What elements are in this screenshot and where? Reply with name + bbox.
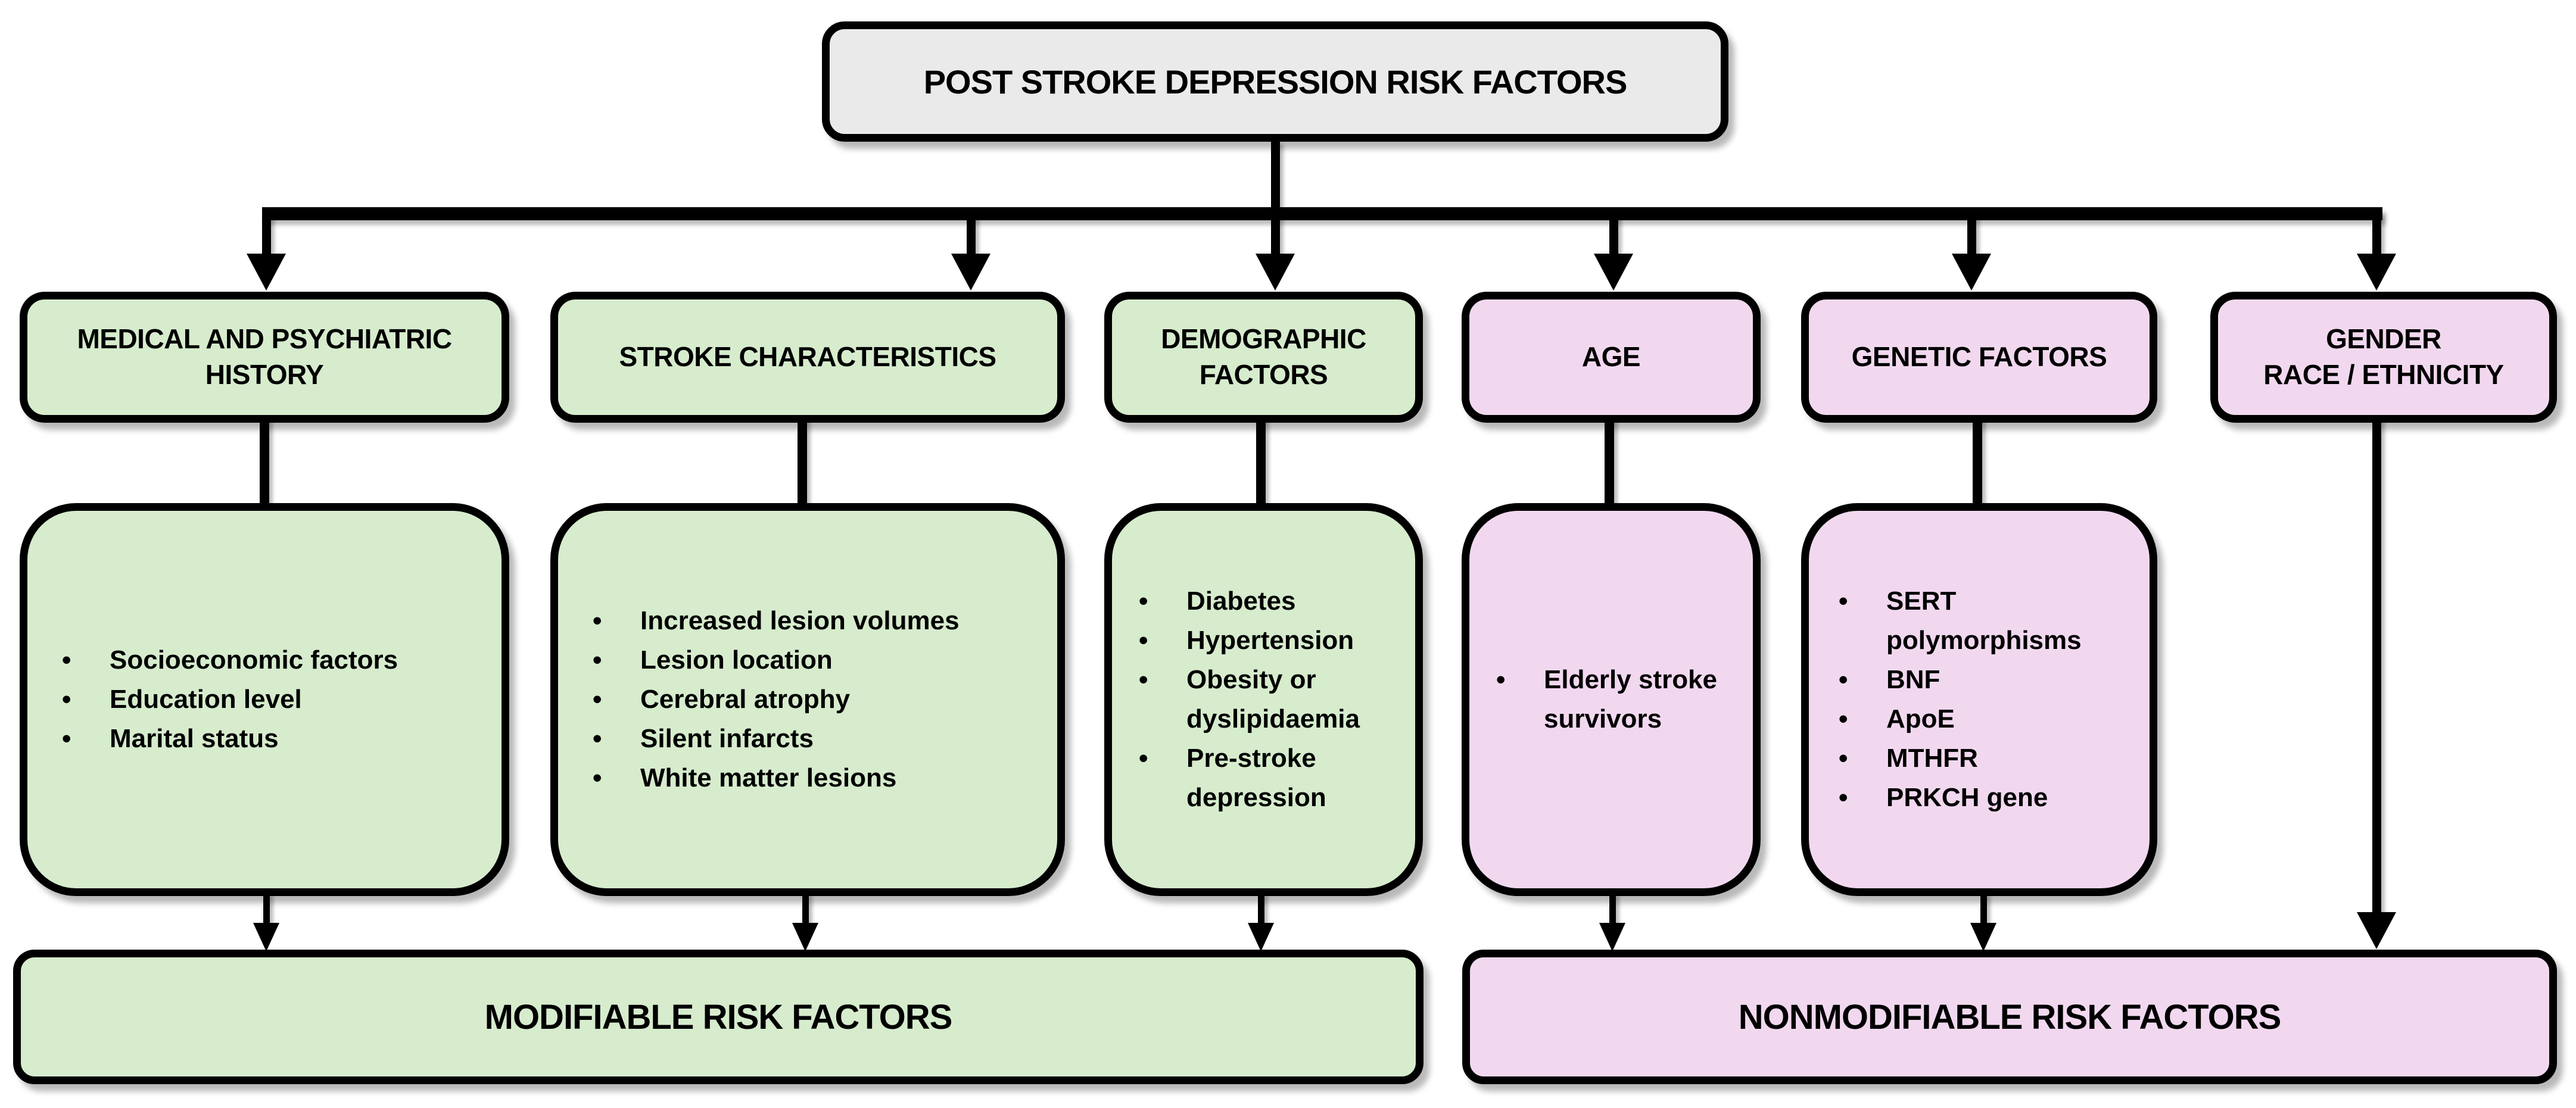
connector-medical-detail — [260, 416, 269, 508]
detail-genetic-factors: SERT polymorphisms BNF ApoE MTHFR PRKCH … — [1801, 503, 2157, 896]
bullet-text: MTHFR — [1886, 744, 1978, 773]
bullet-item: Diabetes — [1139, 582, 1397, 621]
arrow-head-demographic-bottom — [1248, 923, 1274, 951]
root-title-box: POST STROKE DEPRESSION RISK FACTORS — [822, 21, 1728, 142]
detail-demographic-factors: Diabetes Hypertension Obesity or dyslipi… — [1104, 503, 1423, 896]
modifiable-label: MODIFIABLE RISK FACTORS — [484, 997, 953, 1037]
stroke-item-list: Increased lesion volumes Lesion location… — [558, 601, 1057, 798]
bullet-text: Education level — [110, 685, 302, 714]
connector-root-vertical — [1271, 141, 1280, 212]
category-stroke-characteristics: STROKE CHARACTERISTICS — [550, 292, 1065, 423]
bullet-item: Marital status — [62, 719, 484, 759]
category-demographic-line2: FACTORS — [1199, 359, 1328, 390]
category-demographic-line1: DEMOGRAPHIC — [1161, 323, 1366, 355]
category-demographic-factors: DEMOGRAPHIC FACTORS — [1104, 292, 1423, 423]
arrow-stem-medical-bottom — [263, 892, 270, 925]
arrow-head-stroke-bottom — [792, 923, 818, 951]
bullet-text: Hypertension — [1186, 626, 1354, 655]
category-medical-line2: HISTORY — [205, 359, 324, 390]
bullet-text: PRKCH gene — [1886, 783, 2048, 812]
bullet-text: Obesity or dyslipidaemia — [1186, 665, 1360, 734]
category-gender-line1: GENDER — [2326, 323, 2441, 355]
bullet-item: White matter lesions — [593, 759, 1039, 798]
detail-stroke-characteristics: Increased lesion volumes Lesion location… — [550, 503, 1065, 896]
arrow-stem-gender — [2372, 212, 2381, 256]
category-medical-line1: MEDICAL AND PSYCHIATRIC — [77, 323, 452, 355]
bullet-item: Socioeconomic factors — [62, 641, 484, 680]
category-genetic-label: GENETIC FACTORS — [1851, 341, 2107, 373]
bullet-text: Cerebral atrophy — [640, 685, 851, 714]
bullet-text: Elderly stroke survivors — [1544, 665, 1718, 734]
nonmodifiable-risk-factors-box: NONMODIFIABLE RISK FACTORS — [1462, 950, 2557, 1084]
category-age-label: AGE — [1581, 341, 1641, 373]
connector-genetic-detail — [1973, 416, 1982, 508]
age-item-list: Elderly stroke survivors — [1469, 660, 1753, 739]
bullet-text: Diabetes — [1186, 586, 1296, 616]
bullet-item: Education level — [62, 680, 484, 719]
arrow-head-gender-long — [2357, 912, 2396, 949]
arrow-stem-age-bottom — [1609, 892, 1616, 925]
bullet-item: Lesion location — [593, 641, 1039, 680]
category-medical-history: MEDICAL AND PSYCHIATRIC HISTORY — [20, 292, 509, 423]
bullet-text: Lesion location — [640, 645, 833, 675]
arrow-stem-gender-long — [2372, 417, 2381, 916]
genetic-item-list: SERT polymorphisms BNF ApoE MTHFR PRKCH … — [1809, 582, 2150, 817]
arrow-head-genetic — [1952, 254, 1991, 291]
category-stroke-label: STROKE CHARACTERISTICS — [619, 341, 996, 373]
arrow-head-medical — [247, 254, 286, 291]
bullet-text: Marital status — [110, 724, 279, 753]
arrow-stem-stroke — [967, 212, 976, 256]
bullet-item: Hypertension — [1139, 621, 1397, 660]
connector-stroke-detail — [798, 416, 807, 508]
bullet-text: BNF — [1886, 665, 1940, 694]
connector-age-detail — [1605, 416, 1614, 508]
detail-age: Elderly stroke survivors — [1462, 503, 1761, 896]
nonmodifiable-label: NONMODIFIABLE RISK FACTORS — [1738, 997, 2282, 1037]
arrow-stem-medical — [262, 212, 271, 256]
bullet-item: Increased lesion volumes — [593, 601, 1039, 641]
arrow-stem-genetic — [1967, 212, 1976, 256]
bullet-text: White matter lesions — [640, 763, 897, 792]
bullet-item: Cerebral atrophy — [593, 680, 1039, 719]
connector-demographic-detail — [1256, 416, 1266, 508]
demographic-item-list: Diabetes Hypertension Obesity or dyslipi… — [1112, 582, 1415, 817]
category-age: AGE — [1462, 292, 1761, 423]
arrow-stem-demographic — [1271, 212, 1280, 256]
bullet-item: MTHFR — [1839, 739, 2132, 778]
bullet-item: ApoE — [1839, 700, 2132, 739]
arrow-head-age — [1594, 254, 1633, 291]
bullet-item: PRKCH gene — [1839, 778, 2132, 817]
category-genetic-factors: GENETIC FACTORS — [1801, 292, 2157, 423]
arrow-head-stroke — [951, 254, 990, 291]
bullet-item: Pre-stroke depression — [1139, 739, 1397, 817]
arrow-head-age-bottom — [1599, 923, 1625, 951]
bullet-text: Silent infarcts — [640, 724, 814, 753]
bullet-text: ApoE — [1886, 704, 1955, 734]
diagram-title: POST STROKE DEPRESSION RISK FACTORS — [923, 63, 1628, 101]
detail-medical-history: Socioeconomic factors Education level Ma… — [20, 503, 509, 896]
bullet-item: Obesity or dyslipidaemia — [1139, 660, 1397, 739]
bullet-text: Increased lesion volumes — [640, 606, 960, 635]
bullet-item: BNF — [1839, 660, 2132, 700]
bullet-item: Elderly stroke survivors — [1496, 660, 1735, 739]
arrow-stem-demographic-bottom — [1258, 892, 1264, 925]
category-gender-race-ethnicity: GENDER RACE / ETHNICITY — [2210, 292, 2557, 423]
bullet-text: SERT polymorphisms — [1886, 586, 2082, 655]
bullet-item: Silent infarcts — [593, 719, 1039, 759]
arrow-head-medical-bottom — [253, 923, 279, 951]
arrow-head-gender — [2357, 254, 2396, 291]
bullet-text: Pre-stroke depression — [1186, 744, 1326, 812]
modifiable-risk-factors-box: MODIFIABLE RISK FACTORS — [13, 950, 1424, 1084]
connector-horizontal-bar — [262, 207, 2382, 220]
medical-item-list: Socioeconomic factors Education level Ma… — [27, 641, 502, 759]
arrow-stem-genetic-bottom — [1980, 892, 1987, 925]
arrow-head-genetic-bottom — [1970, 923, 1996, 951]
category-gender-line2: RACE / ETHNICITY — [2263, 359, 2504, 390]
arrow-stem-stroke-bottom — [802, 892, 809, 925]
arrow-head-demographic — [1256, 254, 1295, 291]
arrow-stem-age — [1609, 212, 1618, 256]
bullet-text: Socioeconomic factors — [110, 645, 398, 675]
bullet-item: SERT polymorphisms — [1839, 582, 2132, 660]
